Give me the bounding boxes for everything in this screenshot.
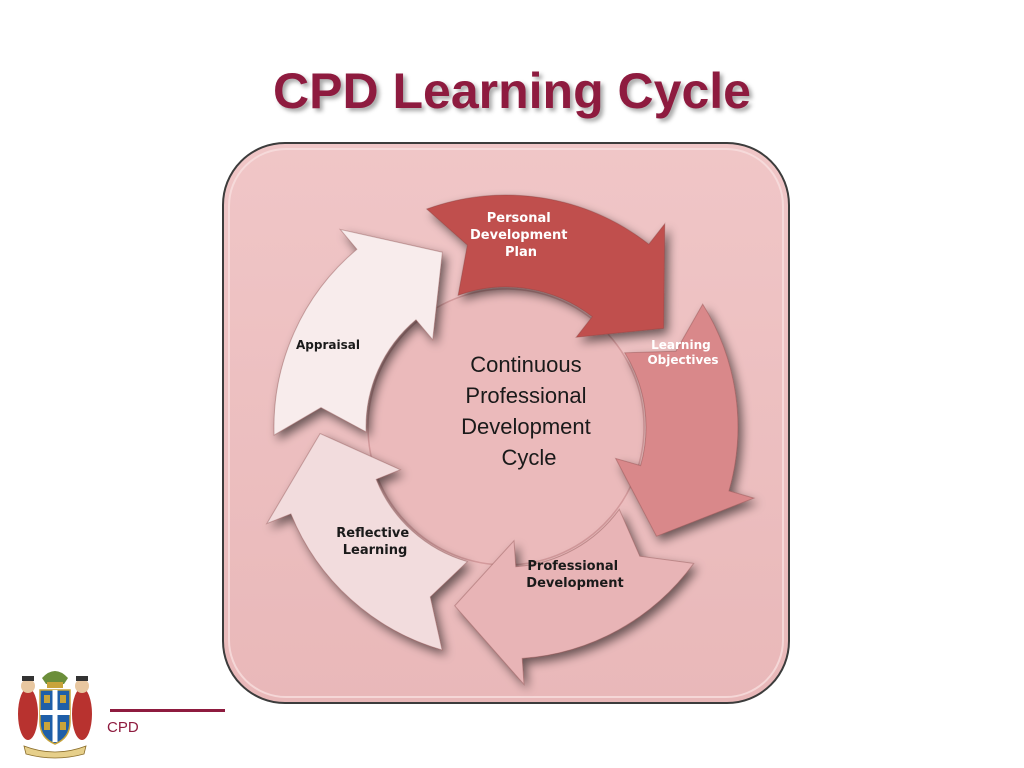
footer-label: CPD: [107, 719, 139, 736]
step-label-professional-development: Professional Development: [526, 559, 623, 591]
arrow-appraisal: [273, 228, 443, 436]
step-label-learning-objectives: Learning Objectives: [647, 338, 718, 367]
step-label-personal-development-plan: Personal Development Plan: [470, 211, 572, 260]
arrow-personal-development-plan: [425, 194, 666, 338]
center-label: Continuous Professional Development Cycl…: [461, 352, 597, 470]
footer-divider: [110, 709, 225, 712]
slide-title: CPD Learning Cycle: [273, 63, 751, 119]
coat-of-arms-logo: [18, 671, 92, 759]
arrow-reflective-learning: [265, 432, 469, 651]
cycle-arrows: [265, 194, 756, 686]
step-label-reflective-learning: Reflective Learning: [336, 526, 413, 558]
arrow-professional-development: [454, 508, 695, 686]
step-label-appraisal: Appraisal: [296, 338, 360, 352]
arrow-learning-objectives: [614, 303, 756, 537]
